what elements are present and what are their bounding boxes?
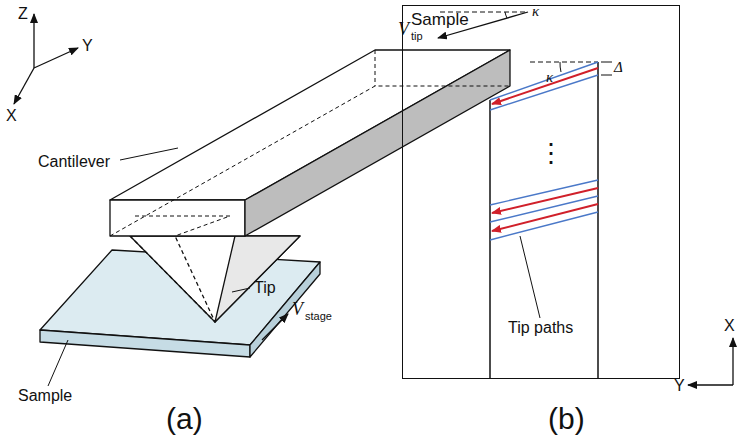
axis-label: Z bbox=[18, 6, 28, 22]
part-label: Tip paths bbox=[508, 320, 573, 336]
part-label: Tip bbox=[254, 280, 276, 296]
angle-symbol: κ bbox=[532, 4, 539, 19]
angle-symbol: κ bbox=[546, 70, 553, 85]
part-label: Sample bbox=[18, 388, 72, 404]
ellipsis: ⋮ bbox=[538, 140, 564, 166]
velocity-symbol: V bbox=[292, 300, 303, 318]
velocity-subscript: stage bbox=[305, 311, 332, 322]
panel-label: (a) bbox=[166, 404, 203, 434]
axis-label: Y bbox=[674, 378, 685, 394]
axis-label: X bbox=[6, 108, 17, 124]
sample-area: Sample bbox=[402, 5, 680, 379]
axis-label: X bbox=[724, 318, 735, 334]
velocity-subscript: tip bbox=[411, 31, 423, 42]
part-label: Cantilever bbox=[38, 154, 110, 170]
offset-symbol: Δ bbox=[614, 60, 623, 75]
area-label: Sample bbox=[411, 11, 469, 28]
axis-label: Y bbox=[82, 38, 93, 54]
velocity-symbol: V bbox=[398, 20, 409, 38]
panel-label: (b) bbox=[548, 404, 585, 434]
